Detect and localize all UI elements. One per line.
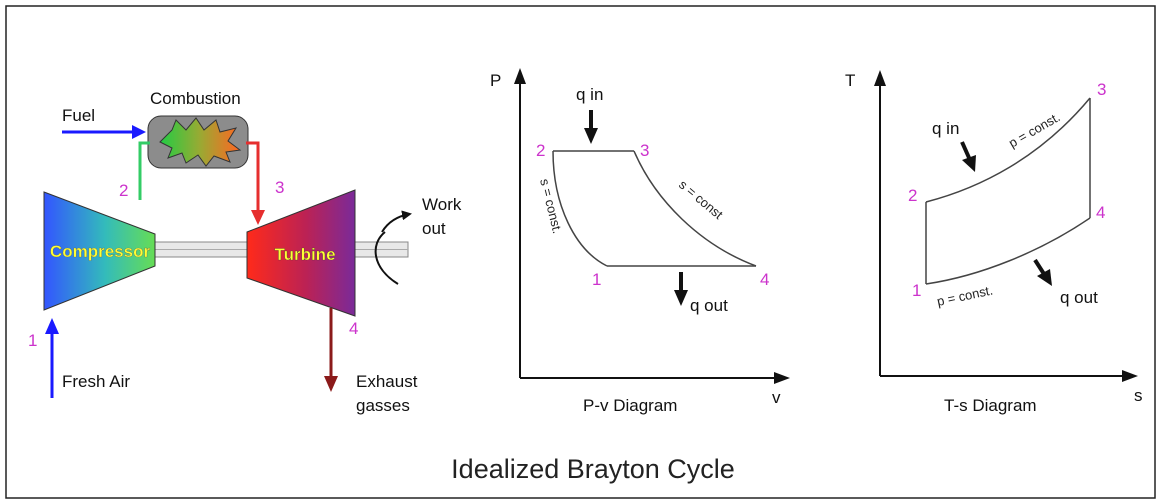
- ts-y-axis-label: T: [845, 71, 855, 90]
- figure-border: [5, 5, 1156, 499]
- compressor-to-combustor-line: [138, 141, 150, 200]
- fresh-air-arrow-icon: [45, 318, 59, 334]
- ts-state-2: 2: [908, 186, 917, 205]
- exhaust-label-line1: Exhaust: [356, 372, 418, 391]
- ts-caption: T-s Diagram: [944, 396, 1037, 415]
- turbine-label: Turbine: [274, 245, 335, 264]
- pv-q-out-label: q out: [690, 296, 728, 315]
- combustor-to-turbine-line: [246, 141, 260, 212]
- pv-diagram: P v 1 2 3 4 q in q out s = const. s = co…: [490, 68, 790, 415]
- ts-y-axis-arrow-icon: [874, 70, 886, 86]
- ts-q-in-label: q in: [932, 119, 959, 138]
- pv-x-axis-label: v: [772, 388, 781, 407]
- pv-caption: P-v Diagram: [583, 396, 677, 415]
- ts-x-axis-arrow-icon: [1122, 370, 1138, 382]
- engine-state-2: 2: [119, 181, 128, 200]
- fresh-air-label: Fresh Air: [62, 372, 130, 391]
- pv-process-3-4: [633, 150, 757, 267]
- rotation-arrow-left: [374, 231, 399, 285]
- exhaust-label-line2: gasses: [356, 396, 410, 415]
- rotation-arrow-icon: [381, 210, 412, 233]
- ts-state-3: 3: [1097, 80, 1106, 99]
- pv-process-1-2: [552, 150, 608, 267]
- ts-q-in-arrow-shaft: [960, 141, 972, 161]
- ts-diagram: T s 1 2 3 4 q in q out p = const. p = co…: [845, 70, 1143, 415]
- combustor-to-turbine-arrow-icon: [251, 210, 265, 225]
- flame-icon: [159, 117, 242, 167]
- pv-expansion-label: s = const: [676, 177, 726, 222]
- pv-state-4: 4: [760, 270, 769, 289]
- figure-title: Idealized Brayton Cycle: [451, 454, 735, 484]
- exhaust-arrow-icon: [324, 376, 338, 392]
- engine-state-1: 1: [28, 331, 37, 350]
- engine-state-4: 4: [349, 319, 358, 338]
- work-out-label-line1: Work: [422, 195, 462, 214]
- pv-q-out-arrow-icon: [674, 290, 688, 306]
- ts-process-4-1: [925, 217, 1091, 285]
- ts-low-pressure-label: p = const.: [936, 282, 995, 308]
- ts-process-2-3: [925, 97, 1091, 203]
- pv-y-axis-label: P: [490, 71, 501, 90]
- pv-q-in-arrow-icon: [584, 128, 598, 144]
- compressor-label: Compressor: [50, 242, 151, 261]
- ts-x-axis-label: s: [1134, 386, 1143, 405]
- engine-schematic: Compressor Turbine Combustion Fuel 2 3 1…: [28, 89, 462, 415]
- pv-state-1: 1: [592, 270, 601, 289]
- ts-q-out-label: q out: [1060, 288, 1098, 307]
- ts-q-out-arrow-shaft: [1033, 258, 1046, 276]
- engine-state-3: 3: [275, 178, 284, 197]
- ts-state-4: 4: [1096, 203, 1105, 222]
- fuel-arrow-icon: [132, 125, 146, 139]
- pv-state-3: 3: [640, 141, 649, 160]
- combustion-label: Combustion: [150, 89, 241, 108]
- pv-y-axis-arrow-icon: [514, 68, 526, 84]
- work-out-label-line2: out: [422, 219, 446, 238]
- ts-state-1: 1: [912, 281, 921, 300]
- pv-state-2: 2: [536, 141, 545, 160]
- ts-q-in-arrow-icon: [962, 155, 976, 172]
- ts-high-pressure-label: p = const.: [1006, 109, 1063, 150]
- pv-q-in-label: q in: [576, 85, 603, 104]
- pv-x-axis-arrow-icon: [774, 372, 790, 384]
- turbine-body: [246, 189, 356, 317]
- compressor-body: [43, 191, 156, 311]
- fuel-label: Fuel: [62, 106, 95, 125]
- ts-q-out-arrow-icon: [1037, 269, 1052, 286]
